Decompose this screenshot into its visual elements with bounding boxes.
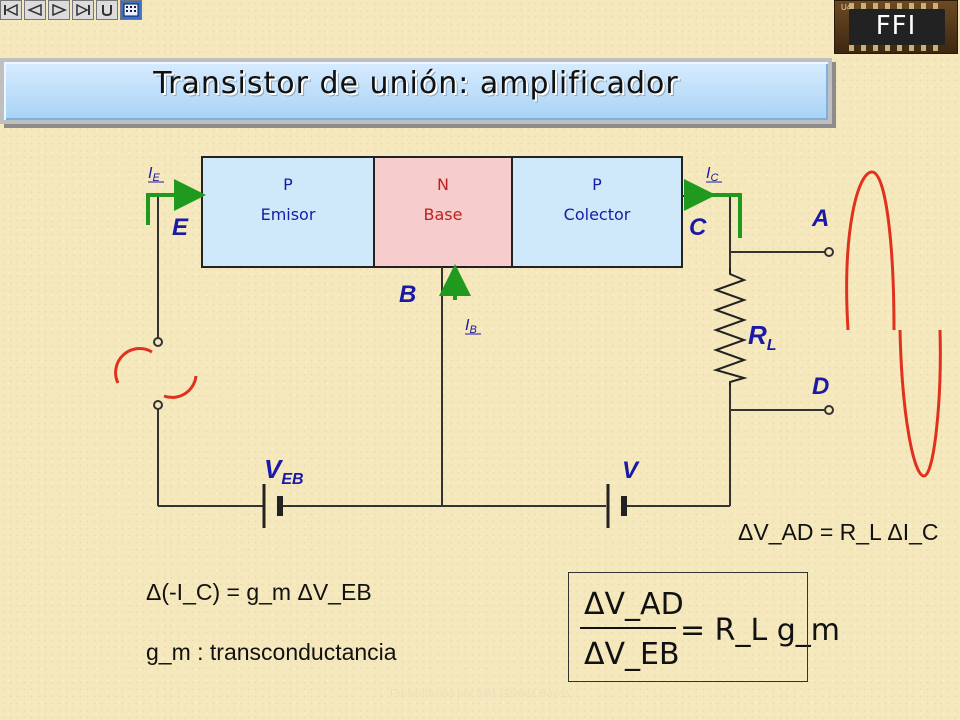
menu-grid-icon: [123, 3, 139, 17]
collector-type: P: [592, 175, 602, 194]
emitter-current-label: IE: [148, 165, 160, 184]
return-button[interactable]: [96, 0, 118, 20]
output-signal-lower: [898, 329, 942, 478]
input-signal-arc-left: [114, 347, 153, 384]
emitter-label: E: [172, 214, 189, 241]
chip-pins-bottom: [849, 45, 945, 51]
load-resistor: [712, 268, 748, 386]
chip-pins-top: [849, 3, 945, 9]
collector-region: [511, 156, 683, 268]
collector-label: C: [689, 214, 707, 241]
base-name: Base: [424, 205, 463, 224]
menu-button[interactable]: [120, 0, 142, 20]
first-slide-button[interactable]: [0, 0, 22, 20]
previous-slide-button[interactable]: [24, 0, 46, 20]
terminal-d: [824, 405, 834, 415]
gain-equation-box: [568, 572, 808, 682]
page-title: Transistor de unión: amplificador: [153, 66, 679, 101]
title-banner: [0, 58, 832, 124]
slide-navigation-bar: [0, 0, 142, 24]
first-slide-icon: [4, 4, 18, 16]
collector-current-label: IC: [706, 165, 718, 184]
output-voltage-equation: ΔV_AD = R_L ΔI_C: [738, 519, 939, 545]
source-veb-label: VEB: [264, 454, 304, 488]
emitter-type: P: [283, 175, 293, 194]
current-arrows: [146, 179, 742, 300]
base-current-label: IB: [465, 317, 477, 336]
output-signal-upper: [845, 170, 896, 331]
gain-denominator: ΔV_EB: [584, 637, 680, 672]
base-region: [373, 156, 513, 268]
emitter-name: Emisor: [261, 205, 316, 224]
chip-label: U4: [841, 3, 852, 12]
terminal-a: [824, 247, 834, 257]
input-terminal-bottom: [153, 400, 163, 410]
input-signal-arc-right: [163, 375, 198, 399]
base-type: N: [437, 175, 449, 194]
collector-current-equation: Δ(-I_C) = g_m ΔV_EB: [146, 579, 372, 605]
collector-name: Colector: [564, 205, 631, 224]
last-slide-button[interactable]: [72, 0, 94, 20]
battery-v: [606, 484, 627, 528]
title-banner-inner: [4, 62, 828, 120]
next-slide-icon: [52, 4, 67, 16]
transconductance-definition: g_m : transconductancia: [146, 639, 397, 665]
ffi-logo: U4 FFI: [834, 0, 958, 54]
base-label: B: [399, 281, 416, 308]
terminals: [153, 247, 834, 415]
emitter-region: [201, 156, 375, 268]
transistor-body: P Emisor N Base P Colector: [201, 156, 683, 268]
footer-credit: Presentación por Inés Gómez Hoyos: [390, 688, 570, 700]
next-slide-button[interactable]: [48, 0, 70, 20]
battery-veb: [262, 484, 283, 528]
source-v-label: V: [622, 457, 640, 484]
gain-numerator: ΔV_AD: [584, 587, 684, 622]
previous-slide-icon: [27, 4, 42, 16]
resistor-label: RL: [748, 320, 777, 354]
collector-current-arrow: [684, 179, 742, 238]
last-slide-icon: [76, 4, 90, 16]
gain-equation: ΔV_AD ΔV_EB = R_L g_m: [580, 587, 840, 672]
ic-chip-image: [849, 9, 945, 45]
gain-result: = R_L g_m: [680, 613, 840, 648]
logo-text: FFI: [875, 11, 917, 41]
terminal-d-label: D: [812, 373, 829, 400]
emitter-current-arrow: [146, 179, 206, 225]
return-icon: [102, 5, 112, 17]
input-terminal-top: [153, 337, 163, 347]
terminal-a-label: A: [811, 205, 829, 232]
